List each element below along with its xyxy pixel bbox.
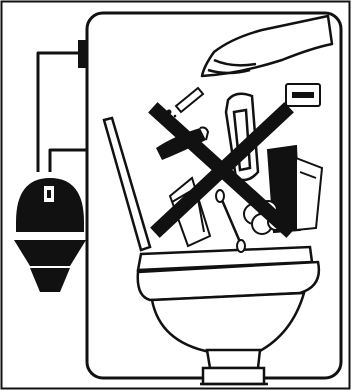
wall-fitting-icon xyxy=(78,40,88,68)
razor-blade-icon xyxy=(286,84,320,106)
